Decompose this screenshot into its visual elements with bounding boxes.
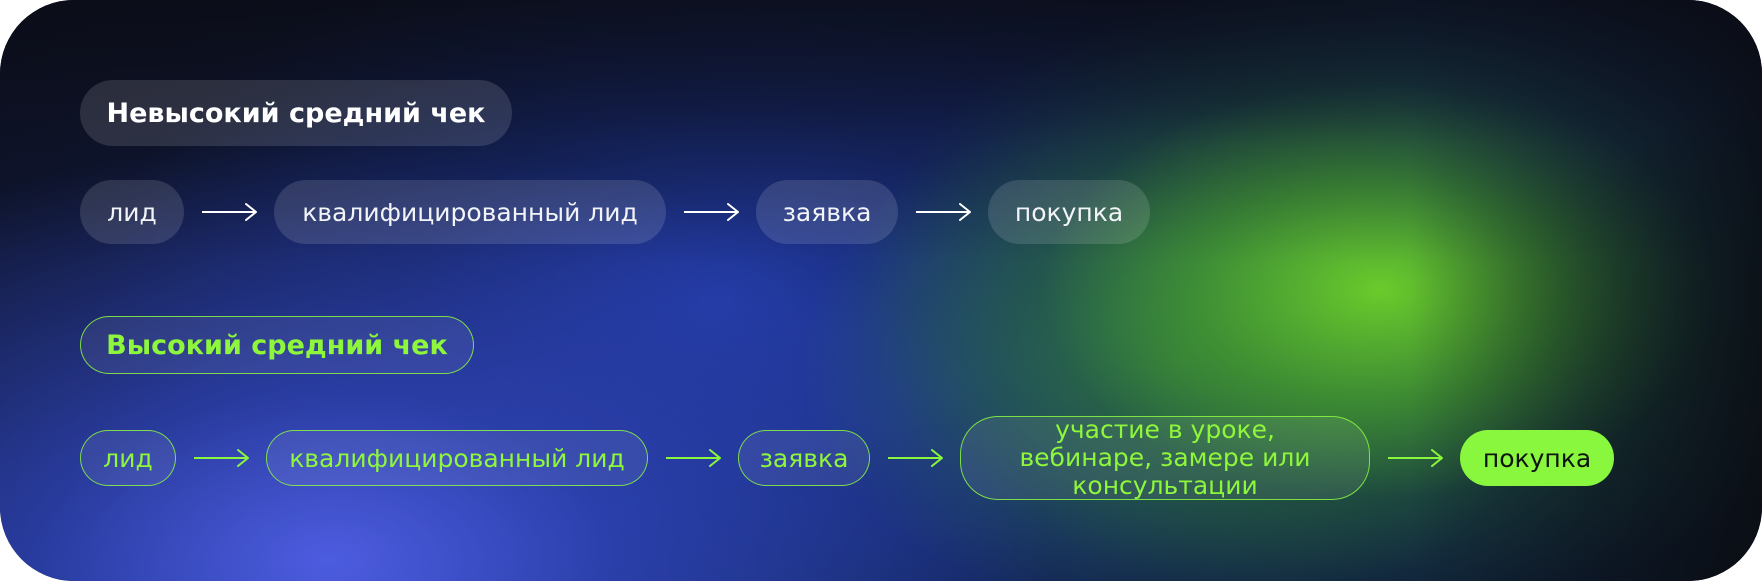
low-step-purchase: покупка <box>988 180 1150 244</box>
low-check-heading: Невысокий средний чек <box>80 80 512 146</box>
high-step-purchase: покупка <box>1460 430 1614 486</box>
arrow-right-icon <box>194 448 250 468</box>
low-step-lead: лид <box>80 180 184 244</box>
arrow-right-icon <box>202 202 258 222</box>
arrow-right-icon <box>888 448 944 468</box>
arrow-right-icon <box>666 448 722 468</box>
high-step-lead: лид <box>80 430 176 486</box>
high-step-application: заявка <box>738 430 870 486</box>
high-step-qualified-lead: квалифицированный лид <box>266 430 648 486</box>
high-step-engagement: участие в уроке, вебинаре, замере или ко… <box>960 416 1370 500</box>
low-step-application: заявка <box>756 180 898 244</box>
arrow-right-icon <box>684 202 740 222</box>
low-step-qualified-lead: квалифицированный лид <box>274 180 666 244</box>
high-check-heading: Высокий средний чек <box>80 316 474 374</box>
arrow-right-icon <box>1388 448 1444 468</box>
arrow-right-icon <box>916 202 972 222</box>
